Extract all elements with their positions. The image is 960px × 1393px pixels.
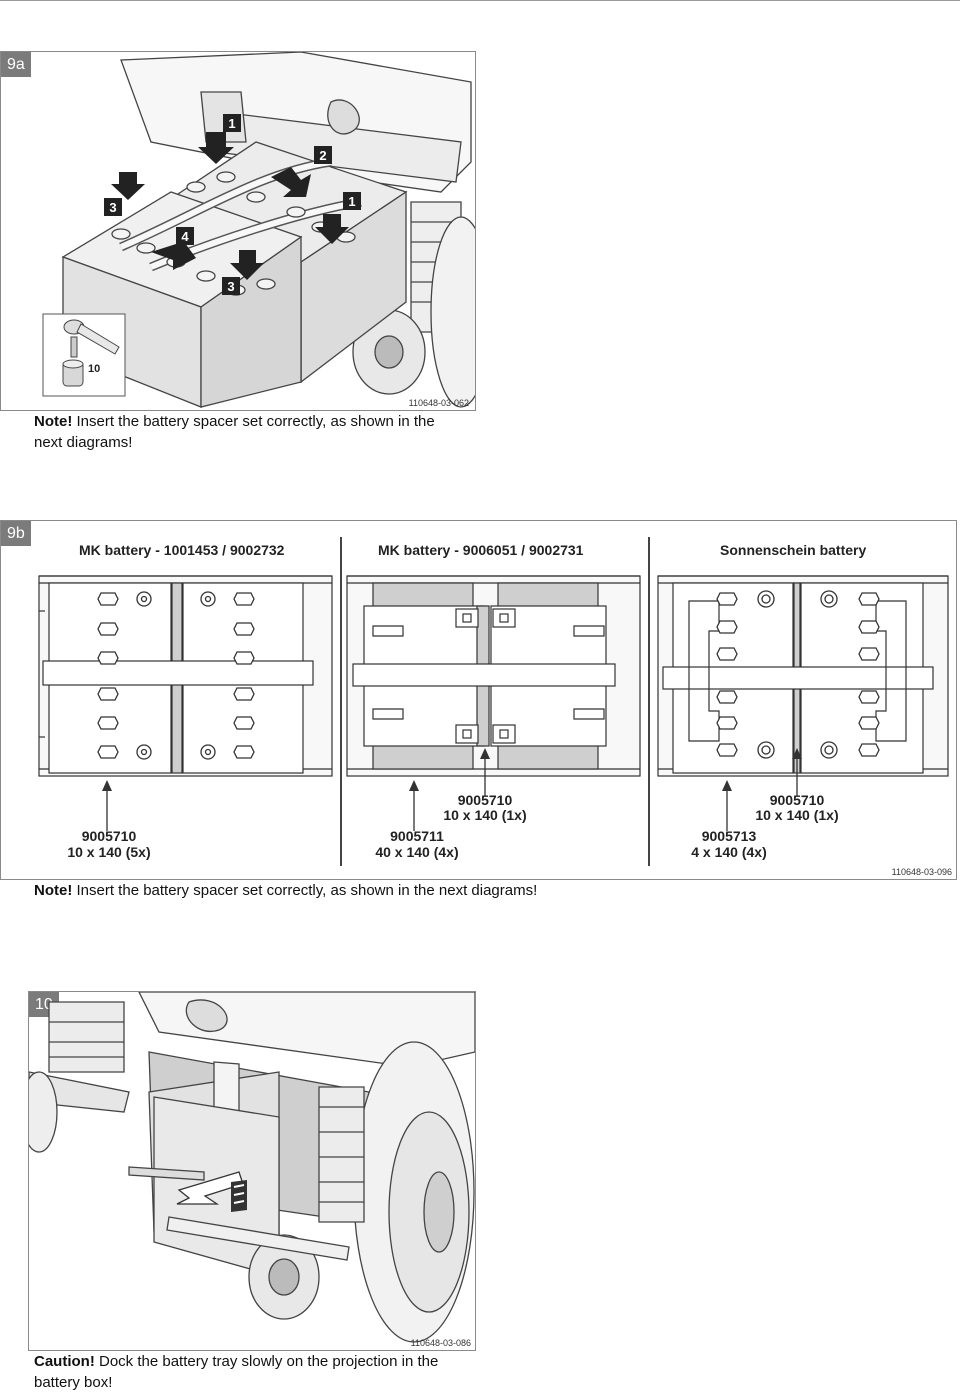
note-9b: Note! Insert the battery spacer set corr… <box>34 880 934 901</box>
c1-part: 9005710 <box>82 828 137 844</box>
callout-2: 2 <box>319 148 326 163</box>
c2-bot-qty: 40 x 140 (4x) <box>375 844 458 860</box>
note-10: Caution! Dock the battery tray slowly on… <box>34 1351 464 1393</box>
top-rule <box>0 0 960 1</box>
note-label: Note! <box>34 413 73 430</box>
figure-ref-number: 110648-03-096 <box>891 867 952 877</box>
c3-top-part: 9005710 <box>770 792 825 808</box>
battery-strap-illustration: 1 2 1 3 4 3 10 <box>42 52 475 408</box>
c2-top-part: 9005710 <box>458 792 513 808</box>
note-label: Note! <box>34 882 73 899</box>
c3-bot-qty: 4 x 140 (4x) <box>691 844 767 860</box>
col2-title: MK battery - 9006051 / 9002731 <box>378 542 584 558</box>
figure-ref-number: 110648-03-086 <box>410 1338 471 1348</box>
figure-9b: 9b <box>0 520 957 880</box>
battery-tray-illustration <box>29 992 475 1343</box>
callout-1a: 1 <box>228 116 235 131</box>
c2-bot-part: 9005711 <box>390 828 444 844</box>
note-text: Insert the battery spacer set correctly,… <box>34 413 435 451</box>
callout-3a: 3 <box>109 200 116 215</box>
wrench-size-label: 10 <box>88 363 100 375</box>
figure-ref-number: 110648-03-062 <box>408 398 469 408</box>
callout-1b: 1 <box>348 194 355 209</box>
c3-top-qty: 10 x 140 (1x) <box>755 807 838 823</box>
figure-10: 10 <box>28 991 476 1351</box>
figure-tag: 9a <box>1 52 31 77</box>
c2-top-qty: 10 x 140 (1x) <box>443 807 526 823</box>
callout-3b: 3 <box>227 279 234 294</box>
figure-9a: 9a <box>0 51 476 411</box>
col1-title: MK battery - 1001453 / 9002732 <box>79 542 285 558</box>
c1-qty: 10 x 140 (5x) <box>67 844 150 860</box>
callout-4: 4 <box>181 229 189 244</box>
figure-tag: 9b <box>1 521 31 546</box>
note-text: Insert the battery spacer set correctly,… <box>72 882 538 899</box>
note-9a: Note! Insert the battery spacer set corr… <box>34 411 464 453</box>
wrench-inset: 10 <box>42 313 126 397</box>
note-text: Dock the battery tray slowly on the proj… <box>34 1353 439 1391</box>
col3-title: Sonnenschein battery <box>720 542 866 558</box>
spacer-layout-diagram: MK battery - 1001453 / 9002732 MK batter… <box>38 537 949 866</box>
note-label: Caution! <box>34 1353 95 1370</box>
c3-bot-part: 9005713 <box>702 828 757 844</box>
